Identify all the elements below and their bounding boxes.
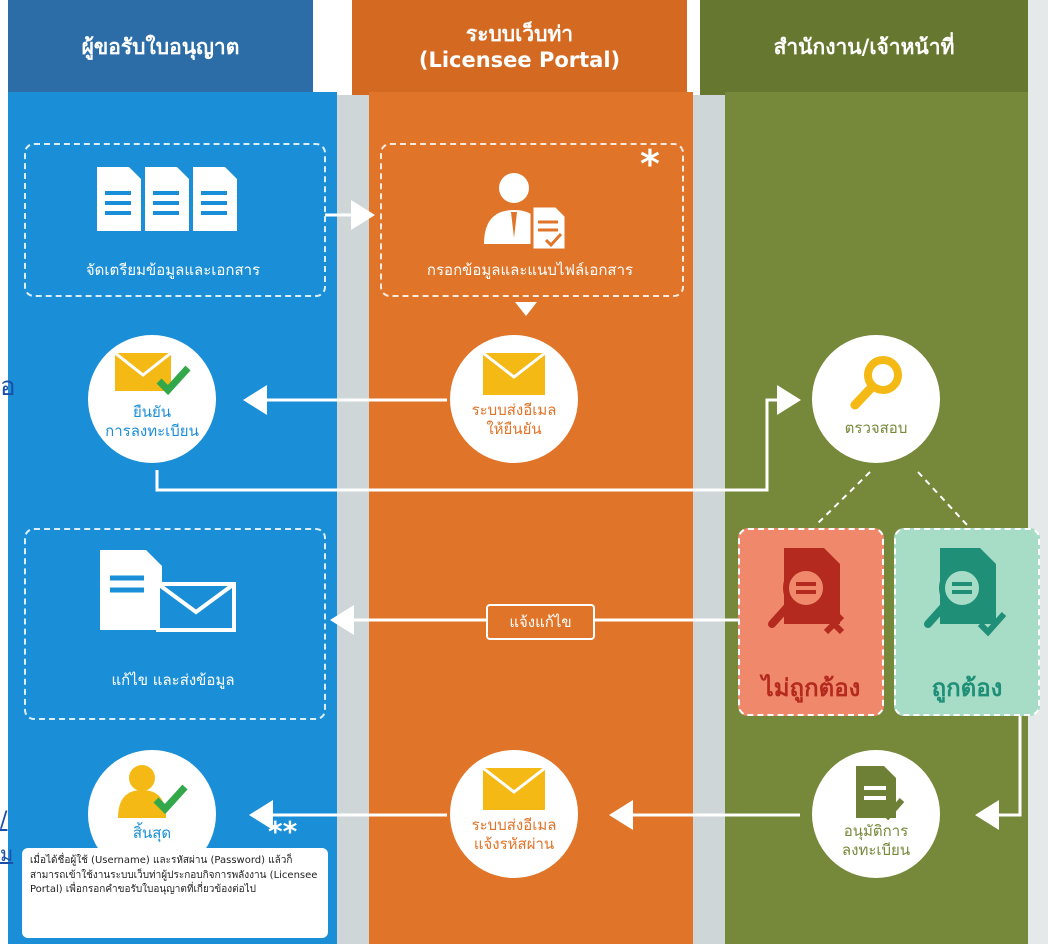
envelope-icon xyxy=(482,766,546,810)
document-magnifier-check-icon xyxy=(924,548,1007,637)
magnifier-icon xyxy=(850,356,902,410)
confirm-reg-line1: ยืนยัน xyxy=(132,403,172,421)
document-magnifier-x-icon xyxy=(768,548,845,635)
incorrect-label: ไม่ถูกต้อง xyxy=(761,674,861,702)
star-mark: * xyxy=(640,142,660,186)
fix-send-box xyxy=(24,528,326,720)
incorrect-box: ไม่ถูกต้อง xyxy=(738,528,884,716)
envelope-icon xyxy=(482,351,546,395)
note-text: เมื่อได้ชื่อผู้ใช้ (Username) และรหัสผ่า… xyxy=(30,855,318,895)
notify-fix-badge: แจ้งแก้ไข xyxy=(486,604,595,640)
fix-send-label: แก้ไข และส่งข้อมูล xyxy=(111,671,235,689)
note-box: เมื่อได้ชื่อผู้ใช้ (Username) และรหัสผ่า… xyxy=(22,848,328,938)
correct-box: ถูกต้อง xyxy=(894,528,1040,716)
document-envelope-icon xyxy=(100,550,236,632)
email-confirm-line1: ระบบส่งอีเมล xyxy=(471,401,557,419)
document-check-icon xyxy=(856,766,905,820)
documents-icon xyxy=(97,167,237,231)
user-check-icon xyxy=(118,765,188,818)
check-label: ตรวจสอบ xyxy=(844,419,908,437)
bg-stripe xyxy=(693,95,725,944)
approve-step: อนุมัติการ ลงทะเบียน xyxy=(812,750,940,878)
check-step: ตรวจสอบ xyxy=(812,335,940,463)
fill-attach-box xyxy=(380,143,684,297)
double-star-mark: ** xyxy=(268,815,298,848)
correct-label: ถูกต้อง xyxy=(931,674,1003,702)
header-portal-line1: ระบบเว็บท่า xyxy=(465,22,574,47)
header-office: สำนักงาน/เจ้าหน้าที่ xyxy=(700,0,1028,95)
edge-link-char[interactable]: ม xyxy=(0,842,14,866)
email-confirm-step: ระบบส่งอีเมล ให้ยืนยัน xyxy=(450,335,578,463)
edge-char: อ xyxy=(0,372,16,402)
fill-attach-label: กรอกข้อมูลและแนบไฟล์เอกสาร xyxy=(426,261,634,279)
header-applicant-label: ผู้ขอรับใบอนุญาต xyxy=(81,34,240,59)
header-portal-line2: (Licensee Portal) xyxy=(418,47,621,72)
notify-fix-label: แจ้งแก้ไข xyxy=(509,613,572,631)
email-confirm-line2: ให้ยืนยัน xyxy=(486,419,542,438)
confirm-reg-line2: การลงทะเบียน xyxy=(105,421,199,440)
prepare-box xyxy=(24,143,326,297)
prepare-label: จัดเตรียมข้อมูลและเอกสาร xyxy=(85,261,261,279)
approve-line1: อนุมัติการ xyxy=(843,822,909,840)
email-password-step: ระบบส่งอีเมล แจ้งรหัสผ่าน xyxy=(450,750,578,878)
email-pass-line2: แจ้งรหัสผ่าน xyxy=(473,834,555,853)
end-label: สิ้นสุด xyxy=(132,824,172,842)
email-pass-line1: ระบบส่งอีเมล xyxy=(471,816,557,834)
header-office-label: สำนักงาน/เจ้าหน้าที่ xyxy=(773,34,955,59)
approve-line2: ลงทะเบียน xyxy=(841,840,911,859)
edge-link-char[interactable]: / xyxy=(0,808,8,833)
header-portal: ระบบเว็บท่า (Licensee Portal) xyxy=(352,0,687,95)
confirm-registration-step: ยืนยัน การลงทะเบียน xyxy=(88,335,216,463)
bg-stripe xyxy=(337,95,369,944)
header-applicant: ผู้ขอรับใบอนุญาต xyxy=(8,0,313,95)
user-document-icon xyxy=(484,173,568,250)
email-check-icon xyxy=(114,351,191,396)
